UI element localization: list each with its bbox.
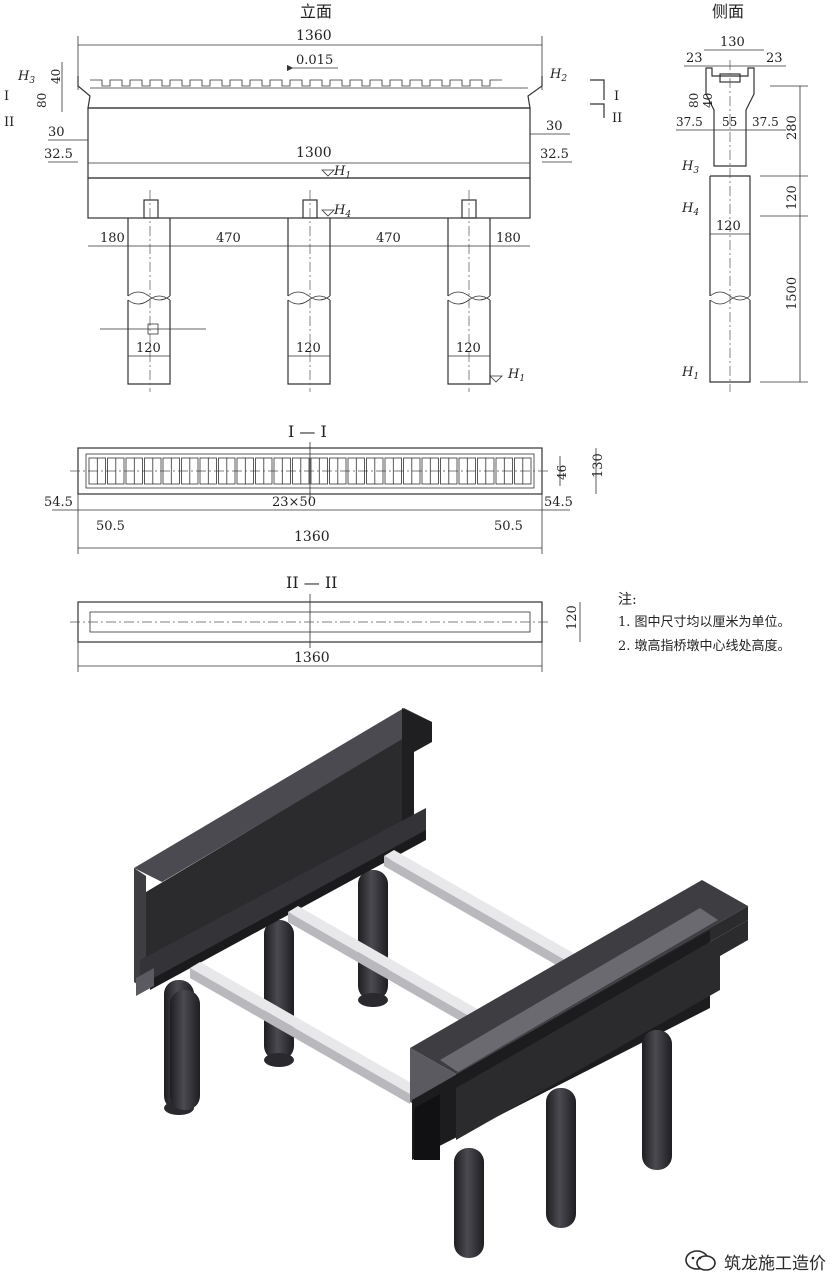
cap-lower-block: [87, 177, 531, 219]
h3-label-left: H3: [17, 69, 35, 86]
side-web-left: 37.5: [676, 115, 703, 129]
section1-h46: 46: [555, 465, 569, 480]
elevation-marker-icon: [489, 375, 503, 383]
side-pile-dia: 120: [716, 219, 741, 234]
section-cut-mark: [590, 79, 605, 100]
section2-title: II — II: [286, 573, 337, 592]
dim-pile-dia-3: 120: [456, 341, 481, 356]
side-h4-label: H4: [681, 201, 699, 218]
elevation-piles: [100, 190, 491, 392]
side-top-right: 23: [766, 51, 783, 66]
dim-pile-dia-1: 120: [136, 341, 161, 356]
section1-title: I — I: [288, 422, 327, 441]
side-web-mid: 55: [722, 115, 737, 129]
dim-pile-edge-right: 180: [496, 231, 521, 246]
section1-h130: 130: [591, 453, 606, 478]
wechat-icon: [685, 1250, 716, 1271]
side-dim-80: 80: [687, 93, 701, 108]
notes-line-2: 2. 墩高指桥墩中心线处高度。: [618, 638, 791, 654]
dim-overall-width: 1360: [296, 28, 332, 44]
dim-offset-right: 30: [546, 119, 563, 134]
section-cut-mark: [590, 103, 605, 118]
dim-pile-dia-2: 120: [296, 341, 321, 356]
dim-edge-left: 32.5: [44, 147, 73, 162]
section1-overall: 1360: [294, 529, 330, 545]
watermark: 筑龙施工造价: [684, 1248, 826, 1274]
dim-offset-left: 30: [48, 125, 65, 140]
side-height-120: 120: [785, 185, 800, 210]
sec-mark-right-I: I: [614, 89, 619, 104]
h1-label-pile: H1: [507, 367, 525, 384]
left-front-pile: [170, 990, 200, 1110]
cap-teeth: [90, 79, 528, 89]
watermark-text: 筑龙施工造价: [724, 1253, 826, 1274]
slope-label: 0.015: [296, 53, 333, 68]
dim-pile-spacing-2: 470: [376, 231, 401, 246]
side-cap-profile: [705, 67, 755, 167]
side-web-right: 37.5: [752, 115, 779, 129]
section-2: II — II 120 1360: [70, 573, 581, 672]
side-pile-length: 1500: [785, 277, 800, 310]
h2-label: H2: [549, 67, 567, 84]
side-top-left: 23: [686, 51, 703, 66]
side-height-280: 280: [785, 115, 800, 140]
section2-overall: 1360: [294, 650, 330, 666]
side-h3-label: H3: [681, 159, 699, 176]
side-h1-label: H1: [681, 365, 699, 382]
right-pier-cap: [410, 880, 748, 1160]
elevation-title: 立面: [300, 2, 332, 21]
sec-mark-right-II: II: [612, 111, 622, 126]
sec-mark-left-I: I: [4, 89, 9, 104]
dim-40: 40: [49, 69, 63, 84]
section1-edge-left: 54.5: [44, 495, 73, 510]
section1-grid: [88, 457, 532, 485]
section1-edge-right: 54.5: [544, 495, 573, 510]
h1-label-cap: H1: [333, 164, 351, 181]
cross-bars: [190, 850, 596, 1104]
section1-inner-right: 50.5: [494, 519, 523, 534]
dim-edge-right: 32.5: [540, 147, 569, 162]
notes-title: 注:: [618, 592, 637, 608]
elevation-marker-icon: [321, 169, 335, 177]
dim-pile-edge-left: 180: [100, 231, 125, 246]
left-pier-cap: [134, 708, 432, 996]
section1-grid-label: 23×50: [272, 495, 316, 510]
h4-label: H4: [333, 203, 351, 220]
side-title: 侧面: [712, 2, 744, 21]
sec-mark-left-II: II: [4, 115, 14, 130]
side-view: 侧面 130 23 23 80 40 37.5 55 37.5 280 120 …: [676, 2, 808, 392]
dim-cap-width: 1300: [296, 145, 332, 161]
section2-h120: 120: [565, 605, 580, 630]
elevation-marker-icon: [321, 209, 335, 217]
section1-inner-left: 50.5: [96, 519, 125, 534]
elevation-view: 立面 1360 0.015 1300 30 32.5 30 32.5 40: [4, 2, 622, 392]
notes: 注: 1. 图中尺寸均以厘米为单位。 2. 墩高指桥墩中心线处高度。: [618, 592, 791, 654]
side-pile-profile: [709, 175, 751, 383]
isometric-render: [134, 708, 748, 1258]
section-1: I — I 46 130 54.5 23×50 54.5 50.5 50.5 1…: [44, 422, 606, 554]
cap-upper-block: [87, 107, 531, 179]
dim-pile-spacing-1: 470: [216, 231, 241, 246]
side-top-width: 130: [720, 35, 745, 50]
side-dim-40: 40: [701, 93, 715, 108]
notes-line-1: 1. 图中尺寸均以厘米为单位。: [618, 615, 791, 630]
right-piles: [454, 1030, 672, 1258]
dim-80: 80: [35, 93, 49, 108]
